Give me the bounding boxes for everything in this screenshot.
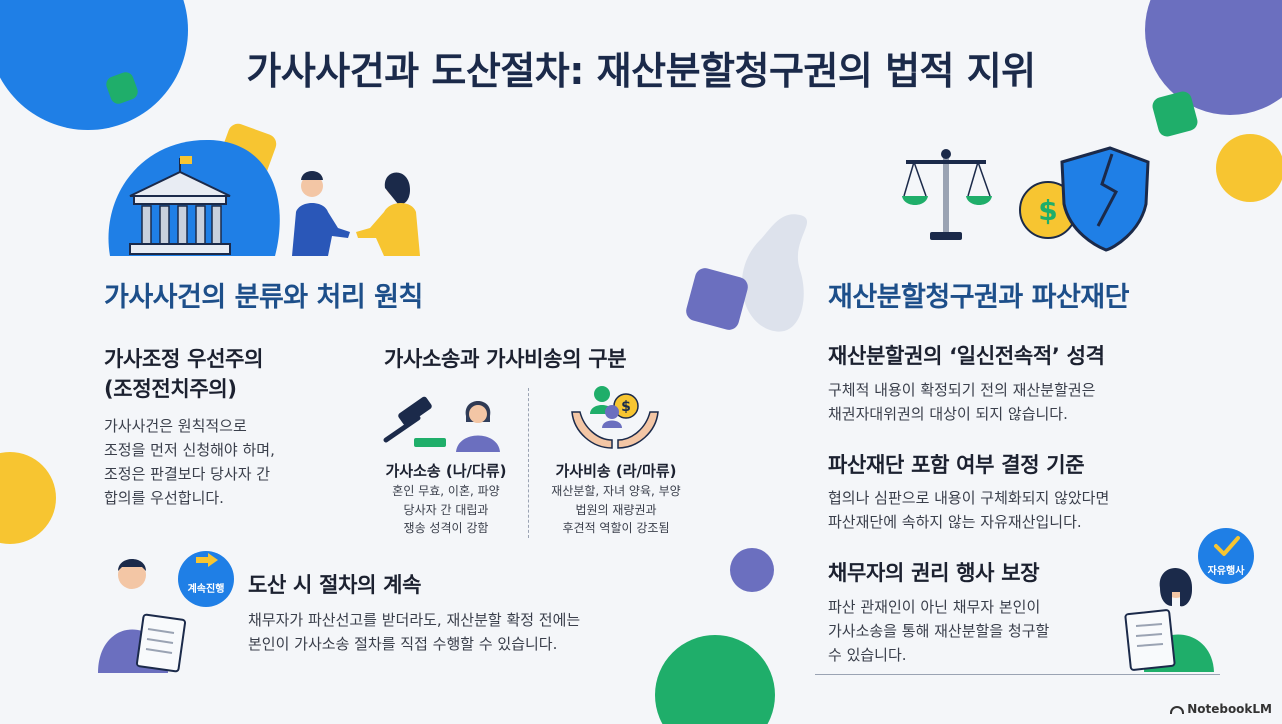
gavel-person-illustration [383, 396, 500, 452]
grey-swirl [741, 214, 808, 332]
debtor-rights-body-line: 파산 관재인이 아닌 채무자 본인이 [828, 598, 1041, 616]
courthouse-icon [129, 156, 231, 255]
litigation-desc: 혼인 무효, 이혼, 파양 당사자 간 대립과 쟁송 성격이 강함 [370, 482, 522, 538]
mediation-body-line: 합의를 우선합니다. [104, 489, 224, 507]
mediation-title-line2: (조정전치주의) [104, 377, 237, 401]
litigation-desc-line: 혼인 무효, 이혼, 파양 [392, 484, 500, 498]
green-square-right [1152, 91, 1198, 137]
left-section-heading: 가사사건의 분류와 처리 원칙 [104, 282, 423, 313]
continuation-body: 채무자가 파산선고를 받더라도, 재산분할 확정 전에는 본인이 가사소송 절차… [248, 608, 668, 656]
green-blob-bottom [655, 635, 775, 724]
page-title: 가사사건과 도산절차: 재산분할청구권의 법적 지위 [246, 49, 1036, 93]
gavel-icon [383, 396, 446, 447]
continue-badge-label: 계속진행 [187, 584, 225, 595]
brand-label: NotebookLM [1187, 702, 1272, 716]
mediation-body: 가사사건은 원칙적으로 조정을 먼저 신청해야 하며, 조정은 판결보다 당사자… [104, 414, 344, 510]
blue-blob-top-left [0, 0, 188, 130]
person-document-illustration [98, 551, 234, 673]
litigation-title: 가사소송 (나/다류) [385, 462, 507, 480]
cupped-hands-icon [571, 411, 659, 449]
balance-scale-icon [902, 149, 992, 240]
mediation-title-line1: 가사조정 우선주의 [104, 347, 264, 371]
mediation-body-line: 조정은 판결보다 당사자 간 [104, 465, 271, 483]
mediation-body-line: 조정을 먼저 신청해야 하며, [104, 441, 275, 459]
debtor-rights-body-line: 수 있습니다. [828, 646, 907, 664]
estate-criteria-body: 협의나 심판으로 내용이 구체화되지 않았다면 파산재단에 속하지 않는 자유재… [828, 486, 1178, 534]
reading-person-icon [98, 559, 187, 673]
nonlitigation-title: 가사비송 (라/마류) [555, 462, 677, 480]
debtor-rights-body-line: 가사소송을 통해 재산분할을 청구할 [828, 622, 1050, 640]
brand-watermark: NotebookLM [1170, 702, 1272, 716]
nonlitigation-desc: 재산분할, 자녀 양육, 부양 법원의 재량권과 후견적 역할이 강조됨 [532, 482, 700, 538]
people-money-icon: $ [590, 386, 639, 428]
purple-dot [730, 548, 774, 592]
bottom-rule [815, 674, 1220, 675]
handshake-people-icon [292, 171, 420, 256]
continue-badge-icon [178, 551, 234, 607]
woman-person-icon [1124, 568, 1214, 672]
distinction-title: 가사소송과 가사비송의 구분 [384, 347, 627, 371]
exclusive-right-body: 구체적 내용이 확정되기 전의 재산분할권은 채권자대위권의 대상이 되지 않습… [828, 378, 1178, 426]
purple-blob-top-right [1145, 0, 1282, 115]
continuation-body-line: 채무자가 파산선고를 받더라도, 재산분할 확정 전에는 [248, 611, 581, 629]
estate-criteria-body-line: 파산재단에 속하지 않는 자유재산입니다. [828, 513, 1082, 531]
purple-square [686, 268, 748, 330]
exclusive-right-title: 재산분할권의 ‘일신전속적’ 성격 [828, 344, 1105, 368]
cracked-shield-icon [1060, 146, 1150, 252]
distinction-divider [528, 388, 529, 538]
exclusive-right-body-line: 구체적 내용이 확정되기 전의 재산분할권은 [828, 381, 1096, 399]
debtor-rights-title: 채무자의 권리 행사 보장 [828, 561, 1040, 585]
yellow-blob-right [1216, 134, 1282, 202]
mediation-body-line: 가사사건은 원칙적으로 [104, 417, 247, 435]
free-exercise-badge-icon [1198, 528, 1254, 584]
person-icon [456, 401, 500, 452]
broken-coin-icon: $ [1019, 181, 1077, 239]
right-section-heading: 재산분할청구권과 파산재단 [828, 282, 1129, 313]
litigation-desc-line: 당사자 간 대립과 [403, 502, 489, 517]
nonlitigation-desc-line: 후견적 역할이 강조됨 [562, 521, 670, 536]
scale-shield-illustration: $ [902, 146, 1150, 252]
woman-document-illustration [1124, 528, 1254, 672]
nonlitigation-desc-line: 법원의 재량권과 [575, 502, 657, 517]
continuation-title: 도산 시 절차의 계속 [248, 573, 422, 597]
debtor-rights-body: 파산 관재인이 아닌 채무자 본인이 가사소송을 통해 재산분할을 청구할 수 … [828, 595, 1118, 667]
litigation-desc-line: 쟁송 성격이 강함 [403, 521, 489, 536]
estate-criteria-body-line: 협의나 심판으로 내용이 구체화되지 않았다면 [828, 489, 1110, 507]
continuation-body-line: 본인이 가사소송 절차를 직접 수행할 수 있습니다. [248, 635, 558, 653]
yellow-blob-left [0, 452, 56, 544]
svg-text:$: $ [1038, 194, 1057, 227]
nonlitigation-desc-line: 재산분할, 자녀 양육, 부양 [551, 484, 681, 498]
hands-money-illustration: $ [571, 386, 659, 449]
notebooklm-logo-icon [1170, 705, 1185, 714]
courthouse-handshake-illustration [108, 139, 420, 256]
estate-criteria-title: 파산재단 포함 여부 결정 기준 [828, 453, 1085, 477]
free-exercise-badge-label: 자유행사 [1207, 566, 1245, 577]
exclusive-right-body-line: 채권자대위권의 대상이 되지 않습니다. [828, 405, 1068, 423]
svg-text:$: $ [621, 399, 631, 415]
green-square [106, 72, 138, 104]
